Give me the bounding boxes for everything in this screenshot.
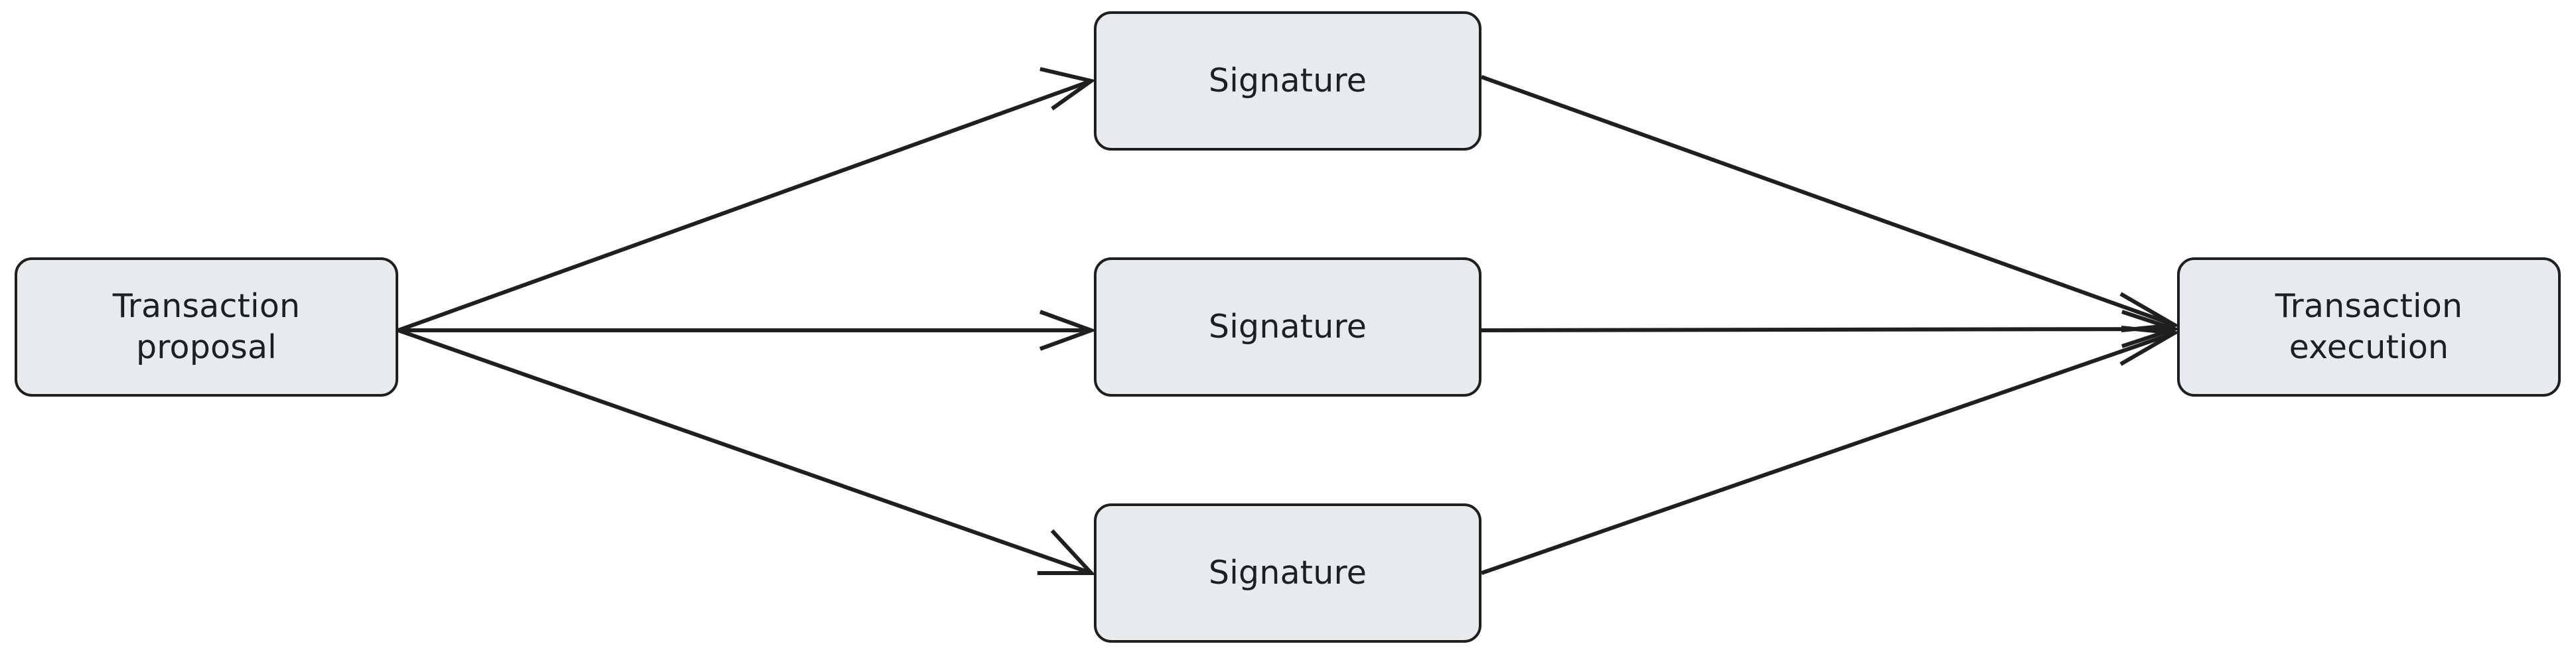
edge-line bbox=[397, 79, 1093, 332]
edge-signature-2-to-execution bbox=[1481, 310, 2181, 348]
node-label: Signature bbox=[1208, 61, 1367, 99]
node-label: Signature bbox=[1208, 553, 1367, 592]
arrowhead-icon bbox=[1039, 310, 1097, 351]
node-label: Transaction execution bbox=[2275, 287, 2463, 366]
node-signature-2[interactable]: Signature bbox=[1094, 257, 1481, 397]
arrowhead-icon bbox=[2119, 326, 2181, 366]
node-signature-3[interactable]: Signature bbox=[1094, 503, 1481, 643]
edge-signature-1-to-execution bbox=[1480, 75, 2181, 332]
edge-line bbox=[1480, 75, 2176, 327]
node-transaction-execution[interactable]: Transaction execution bbox=[2177, 257, 2561, 397]
edge-proposal-to-signature-1 bbox=[397, 67, 1097, 332]
arrowhead-icon bbox=[2121, 310, 2181, 348]
edge-proposal-to-signature-2 bbox=[398, 310, 1097, 351]
edge-proposal-to-signature-3 bbox=[398, 328, 1096, 575]
node-label: Signature bbox=[1208, 307, 1367, 346]
arrowhead-icon bbox=[1039, 67, 1097, 111]
node-signature-1[interactable]: Signature bbox=[1094, 11, 1481, 151]
edge-line bbox=[1481, 327, 2175, 332]
arrowhead-icon bbox=[1037, 529, 1096, 575]
edge-line bbox=[398, 328, 1092, 575]
node-transaction-proposal[interactable]: Transaction proposal bbox=[15, 257, 398, 397]
edge-line bbox=[1481, 331, 2175, 575]
node-label: Transaction proposal bbox=[112, 287, 301, 366]
edge-signature-3-to-execution bbox=[1481, 326, 2181, 575]
